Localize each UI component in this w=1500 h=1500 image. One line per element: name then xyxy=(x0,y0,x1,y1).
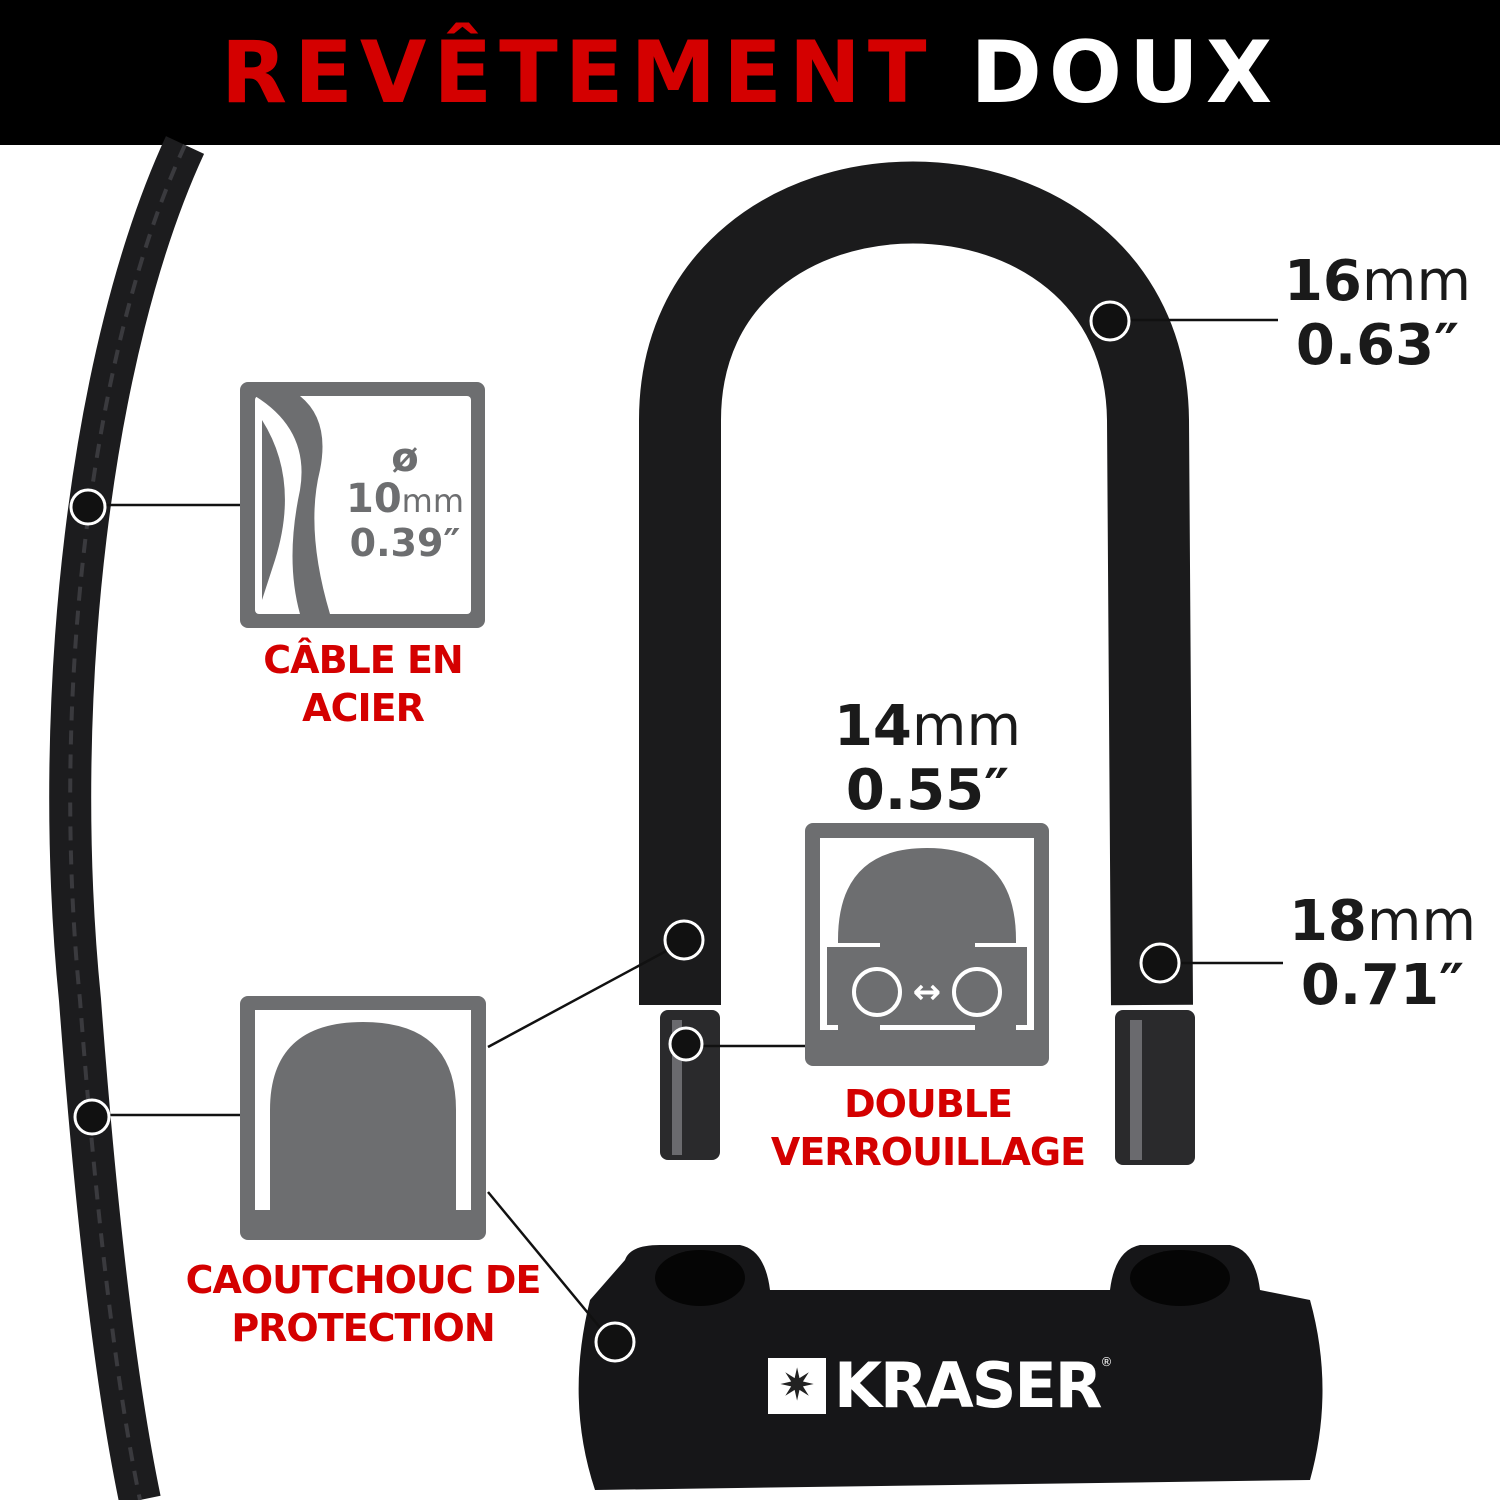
rubber-line1: CAOUTCHOUC DE xyxy=(185,1258,542,1302)
cable-unit: mm xyxy=(401,482,464,520)
rubber-line2: PROTECTION xyxy=(231,1306,495,1350)
crossbar-body xyxy=(578,1245,1323,1490)
title-red: REVÊTEMENT xyxy=(220,22,934,123)
leader-lines xyxy=(100,318,1283,1331)
dimension-shackle-top: 16mm 0.63″ xyxy=(1270,250,1485,378)
cable-label-line1: CÂBLE EN xyxy=(263,638,463,682)
diameter-symbol: ø xyxy=(391,435,419,481)
starburst-icon: ✷ xyxy=(768,1358,826,1414)
rubber-label: CAOUTCHOUC DE PROTECTION xyxy=(150,1256,576,1352)
title-white: DOUX xyxy=(970,22,1280,123)
dim-mm: 14 xyxy=(833,694,912,759)
dim-unit: mm xyxy=(911,694,1022,759)
rubber-protection-icon xyxy=(240,996,486,1240)
callout-dots xyxy=(69,300,1181,1363)
dim-inch: 0.63″ xyxy=(1295,313,1460,378)
dim-unit: mm xyxy=(1361,249,1472,314)
dim-mm: 16 xyxy=(1283,249,1362,314)
dim-unit: mm xyxy=(1366,889,1477,954)
cable-label-line2: ACIER xyxy=(302,686,425,730)
dimension-crossbar: 14mm 0.55″ xyxy=(815,695,1040,823)
dim-mm: 18 xyxy=(1288,889,1367,954)
double-lock-line1: DOUBLE xyxy=(844,1082,1013,1126)
cable-icon xyxy=(240,382,485,628)
page-title: REVÊTEMENT DOUX xyxy=(221,23,1279,123)
cable-diameter: ø 10mm 0.39″ xyxy=(340,438,470,564)
cable-mm: 10 xyxy=(345,476,402,522)
header-banner: REVÊTEMENT DOUX xyxy=(0,0,1500,145)
double-lock-icon xyxy=(805,823,1049,1066)
cable-label: CÂBLE EN ACIER xyxy=(210,636,516,732)
double-lock-label: DOUBLE VERROUILLAGE xyxy=(740,1080,1116,1176)
double-lock-line2: VERROUILLAGE xyxy=(770,1130,1086,1174)
dim-inch: 0.71″ xyxy=(1300,953,1465,1018)
double-lock-arrow: ↔ xyxy=(912,972,942,1012)
registered-mark: ® xyxy=(1100,1355,1113,1369)
brand-logo: ✷ KRASER ® xyxy=(768,1355,1113,1417)
dimension-shackle-leg: 18mm 0.71″ xyxy=(1275,890,1490,1018)
cable-inch: 0.39″ xyxy=(349,521,461,565)
brand-name: KRASER xyxy=(834,1349,1103,1422)
dim-inch: 0.55″ xyxy=(845,758,1010,823)
